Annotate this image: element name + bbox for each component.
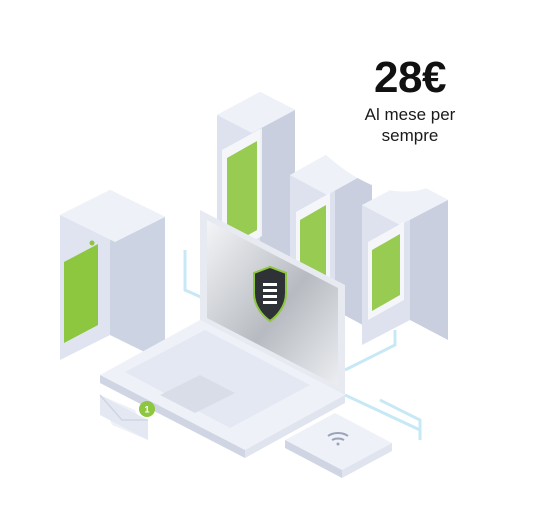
- price-amount: 28€: [374, 53, 446, 102]
- svg-text:1: 1: [144, 405, 149, 415]
- price-backdrop: [300, 43, 506, 192]
- price-subtitle-line1: Al mese per: [364, 105, 456, 124]
- envelope-icon: [99, 394, 148, 440]
- desktop-tower-left: [60, 190, 165, 362]
- laptop-trackpad: [160, 375, 235, 413]
- notification-badge: 1: [139, 401, 155, 417]
- wifi-icon: [327, 432, 349, 446]
- price-subtitle-line2: sempre: [381, 126, 439, 145]
- price-block: 28€ Al mese per sempre: [340, 52, 480, 146]
- laptop-keyboard: [125, 330, 310, 428]
- shield-icon: [253, 265, 287, 323]
- server-tower-right: [362, 180, 448, 345]
- router-device: [285, 413, 392, 478]
- laptop: [100, 210, 345, 458]
